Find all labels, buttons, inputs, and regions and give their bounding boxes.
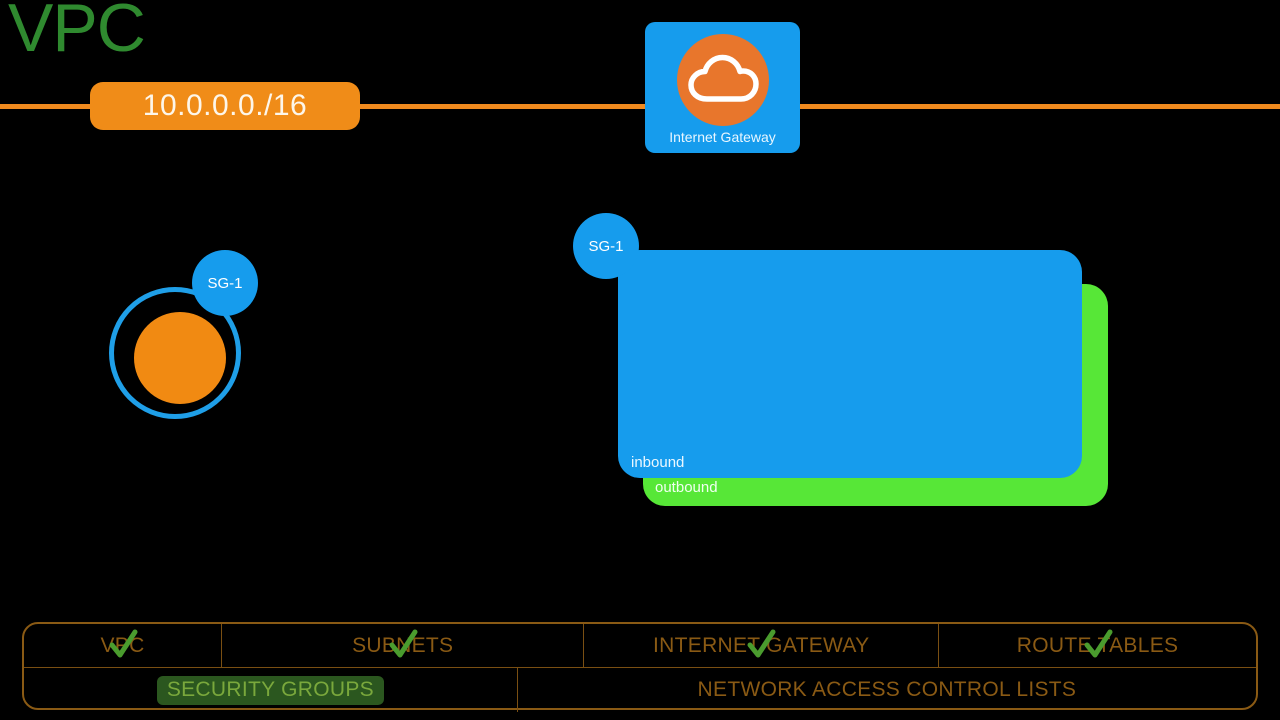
vpc-cidr-label: 10.0.0.0./16 [142, 89, 308, 122]
internet-gateway-label: Internet Gateway [669, 129, 776, 145]
cloud-icon [676, 34, 769, 126]
checklist-item-route-tables[interactable]: ROUTE TABLES [938, 624, 1256, 667]
checklist-row: SECURITY GROUPS NETWORK ACCESS CONTROL LI… [24, 668, 1256, 712]
checklist-item-network-access-control-lists[interactable]: NETWORK ACCESS CONTROL LISTS [516, 668, 1256, 712]
topic-checklist: VPC SUBNETS INTERNET GATEWAY ROUTE TABLES S… [22, 622, 1258, 712]
page-title: VPC [8, 0, 146, 66]
ec2-instance-left [134, 312, 226, 404]
inbound-rules-panel[interactable]: inbound [618, 250, 1082, 478]
security-group-badge-left-label: SG-1 [207, 274, 243, 292]
security-group-ring-left [109, 287, 241, 419]
checklist-item-label: SUBNETS [352, 633, 454, 657]
outbound-label: outbound [655, 479, 718, 496]
checklist-row: VPC SUBNETS INTERNET GATEWAY ROUTE TABLES [24, 624, 1256, 668]
checklist-item-vpc[interactable]: VPC [24, 624, 221, 667]
checklist-item-internet-gateway[interactable]: INTERNET GATEWAY [583, 624, 938, 667]
vpc-boundary-line [0, 104, 1280, 109]
checklist-item-label: VPC [100, 633, 145, 657]
vpc-cidr-badge: 10.0.0.0./16 [90, 82, 360, 130]
security-group-badge-left[interactable]: SG-1 [192, 250, 258, 316]
checklist-item-subnets[interactable]: SUBNETS [221, 624, 583, 667]
security-group-badge-right-label: SG-1 [588, 237, 624, 255]
checklist-item-security-groups[interactable]: SECURITY GROUPS [24, 668, 517, 712]
checklist-item-label: ROUTE TABLES [1016, 633, 1179, 657]
checklist-item-label: NETWORK ACCESS CONTROL LISTS [697, 678, 1077, 701]
security-group-badge-right[interactable]: SG-1 [573, 213, 639, 279]
inbound-label: inbound [631, 454, 685, 471]
checklist-item-label: INTERNET GATEWAY [653, 633, 870, 657]
internet-gateway-node[interactable]: Internet Gateway [645, 22, 800, 153]
checklist-item-label: SECURITY GROUPS [156, 675, 384, 705]
